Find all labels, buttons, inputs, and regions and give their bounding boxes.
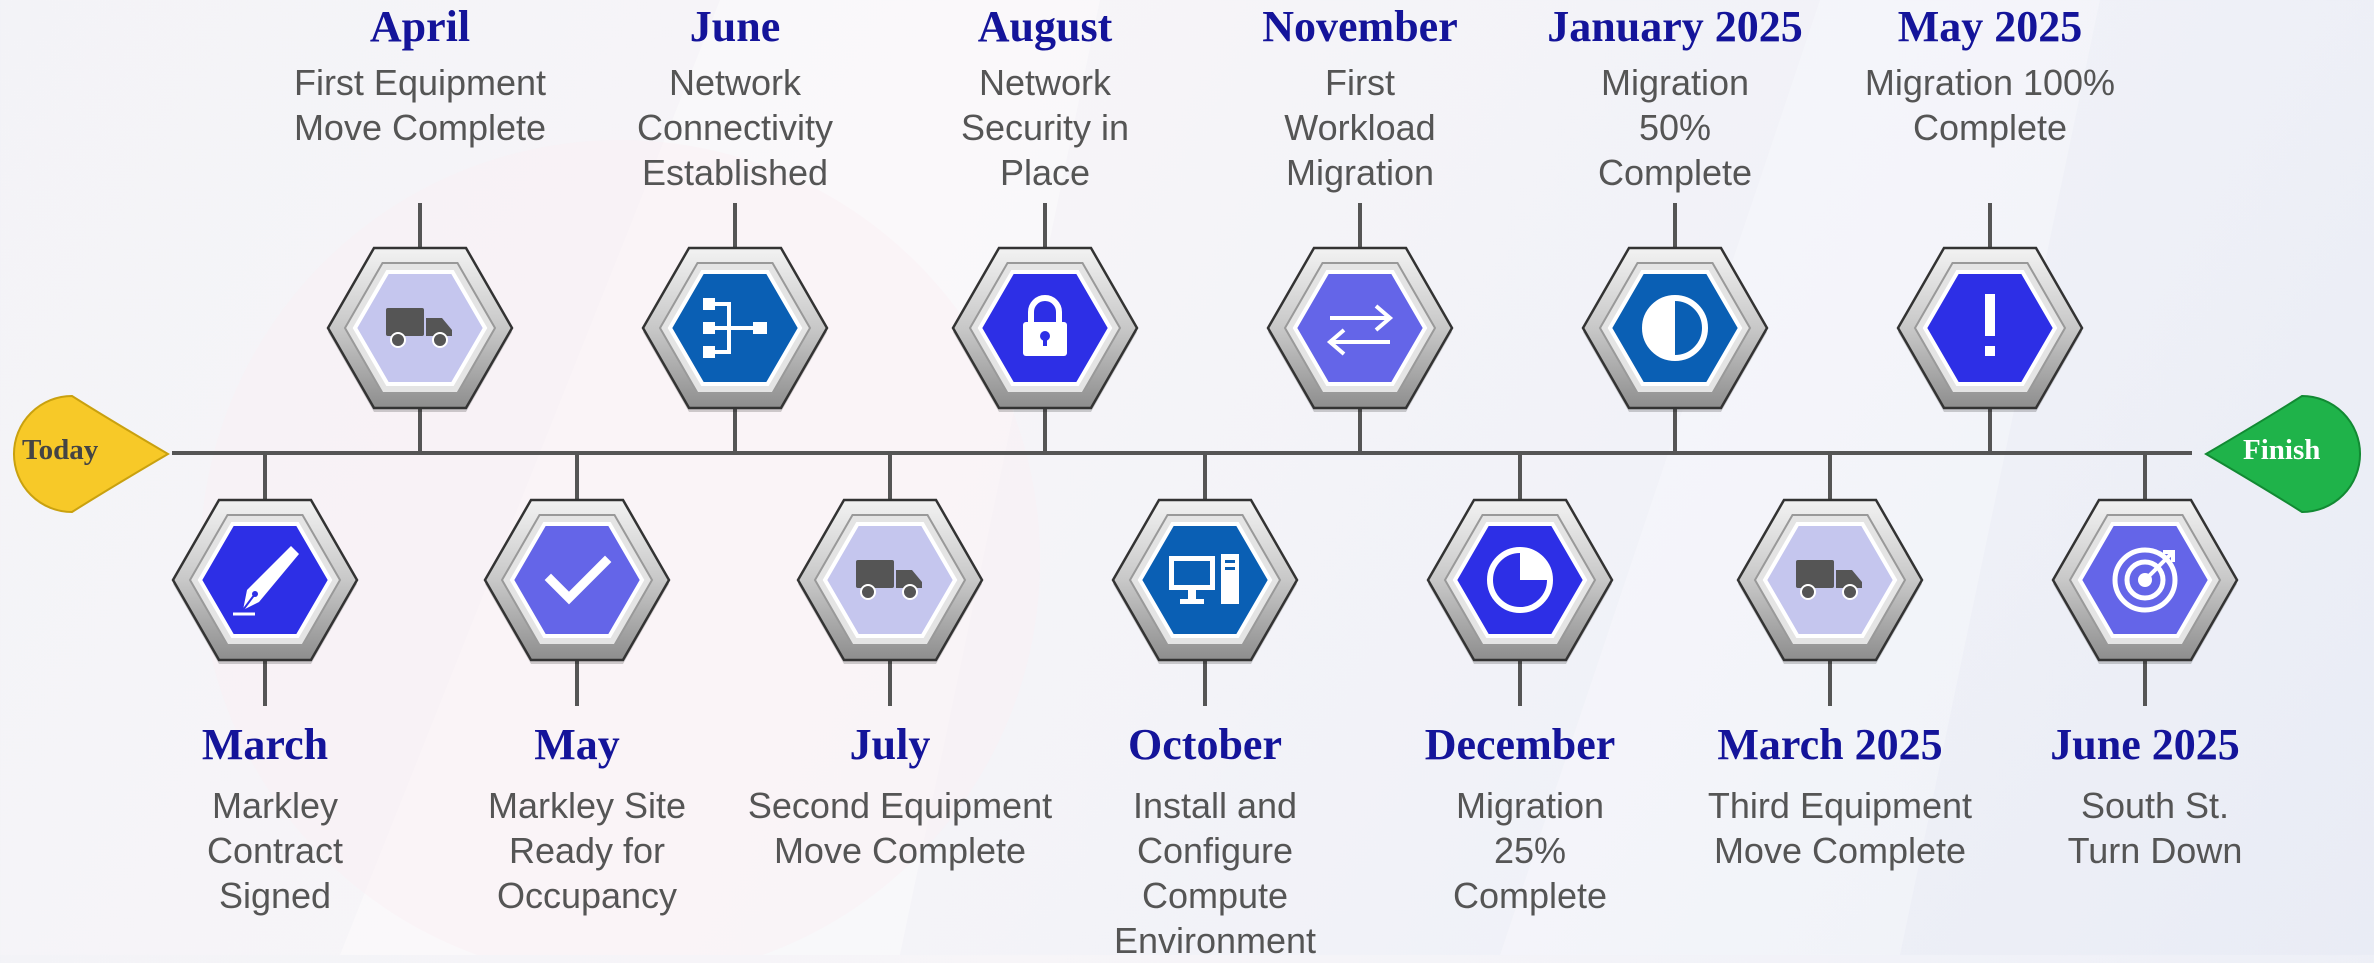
target-icon xyxy=(2112,547,2178,613)
milestone-hexagon xyxy=(2051,498,2239,664)
milestone-description: Install and Configure Compute Environmen… xyxy=(1113,785,1317,961)
milestone-month: August xyxy=(977,2,1113,51)
truck-icon xyxy=(386,308,452,348)
milestone-month: May xyxy=(534,720,620,769)
truck-icon xyxy=(856,560,922,600)
milestone-hexagon xyxy=(1266,246,1454,412)
milestone-month: November xyxy=(1262,2,1458,51)
milestone-month: July xyxy=(849,720,931,769)
milestone-month: March xyxy=(201,720,329,769)
milestone-description: Markley Contract Signed xyxy=(206,785,344,916)
network-tree-icon xyxy=(703,298,767,358)
milestone-hexagon xyxy=(1581,246,1769,412)
milestone-hexagon xyxy=(483,498,671,664)
milestone-hexagon xyxy=(326,246,514,412)
milestone-hexagon xyxy=(796,498,984,664)
checkmark-icon xyxy=(544,555,612,605)
finish-marker-shape xyxy=(2204,394,2361,514)
milestone-description: First Equipment Move Complete xyxy=(293,62,547,148)
milestone-month: June 2025 xyxy=(2050,720,2240,769)
milestone-description: Markley Site Ready for Occupancy xyxy=(487,785,687,916)
milestone-description: Second Equipment Move Complete xyxy=(747,785,1053,871)
truck-icon xyxy=(1796,560,1862,600)
milestone-description: Network Connectivity Established xyxy=(636,62,834,193)
milestone-month: June xyxy=(689,2,781,51)
milestone-month: January 2025 xyxy=(1547,2,1803,51)
milestone-description: First Workload Migration xyxy=(1284,62,1436,193)
milestone-description: South St. Turn Down xyxy=(2067,785,2243,871)
milestone-month: December xyxy=(1424,720,1616,769)
milestone-description: Migration 25% Complete xyxy=(1452,785,1608,916)
milestone-description: Network Security in Place xyxy=(960,62,1130,193)
milestone-hexagon xyxy=(171,498,359,664)
pen-nib-icon xyxy=(233,546,299,616)
milestone-month: March 2025 xyxy=(1717,720,1943,769)
milestone-hexagon xyxy=(1736,498,1924,664)
swap-arrows-icon xyxy=(1326,304,1394,356)
quarter-pie-icon xyxy=(1487,547,1553,613)
milestone-month: April xyxy=(369,2,471,51)
milestone-description: Migration 50% Complete xyxy=(1597,62,1753,193)
exclamation-icon xyxy=(1985,294,1995,356)
lock-icon xyxy=(1023,295,1067,356)
milestone-hexagon xyxy=(1896,246,2084,412)
milestone-description: Migration 100% Complete xyxy=(1864,62,2116,148)
milestone-hexagon xyxy=(951,246,1139,412)
milestone-hexagon xyxy=(641,246,829,412)
today-marker-shape xyxy=(13,394,170,514)
half-circle-icon xyxy=(1642,295,1708,361)
milestone-hexagon xyxy=(1111,498,1299,664)
computer-icon xyxy=(1169,554,1239,604)
today-label: Today xyxy=(22,434,99,466)
milestone-month: May 2025 xyxy=(1897,2,2083,51)
finish-label: Finish xyxy=(2243,434,2321,466)
milestone-month: October xyxy=(1128,720,1282,769)
milestone-hexagon xyxy=(1426,498,1614,664)
milestone-description: Third Equipment Move Complete xyxy=(1707,785,1973,871)
